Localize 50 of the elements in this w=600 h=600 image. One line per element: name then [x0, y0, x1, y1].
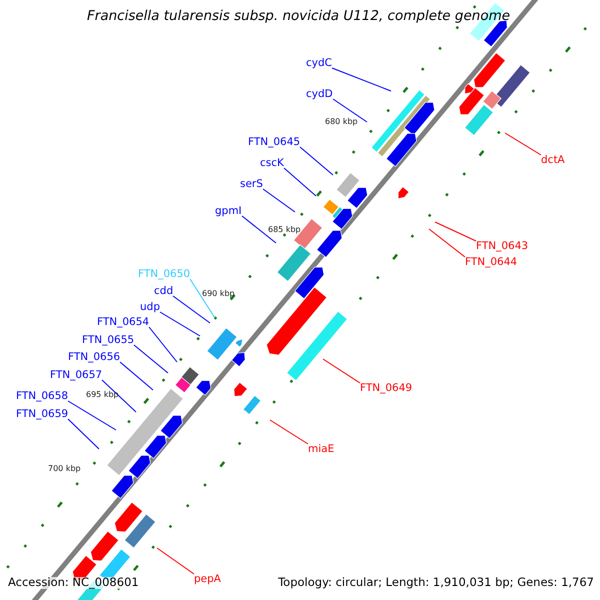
gene-label: cydC	[306, 58, 332, 68]
gene-label: gpmI	[215, 206, 242, 216]
gene-label: serS	[240, 179, 263, 190]
gene-label: cscK	[260, 158, 284, 168]
leader-line	[284, 168, 316, 196]
leader-line	[68, 400, 116, 430]
gene-label: FTN_0657	[50, 370, 102, 380]
accession-text: Accession: NC_008601	[8, 577, 139, 588]
leader-line	[172, 296, 210, 324]
position-label: 695 kbp	[86, 391, 119, 399]
leader-line	[300, 146, 334, 176]
leader-line	[120, 362, 154, 390]
gene-label: FTN_0659	[16, 409, 68, 420]
title: Francisella tularensis subsp. novicida U112, complete genome	[87, 10, 510, 24]
leader-line	[102, 380, 136, 412]
leader-line	[504, 132, 542, 156]
gene-label: FTN_0643	[476, 241, 528, 252]
gene-label: pepA	[194, 574, 221, 584]
leader-line	[332, 68, 392, 92]
gene-label: FTN_0655	[82, 335, 134, 346]
position-label: 700 kbp	[48, 465, 81, 473]
gene-label: cdd	[154, 286, 174, 296]
gene-label: FTN_0658	[16, 391, 68, 402]
gene-label: dctA	[541, 155, 565, 166]
leader-line	[160, 312, 200, 336]
leader-line	[262, 188, 296, 212]
gene-label: udp	[140, 302, 160, 312]
gene-label: FTN_0649	[360, 383, 412, 394]
leader-line	[434, 222, 476, 242]
gene-label: FTN_0654	[97, 317, 150, 328]
leader-line	[148, 326, 178, 362]
leader-line	[242, 216, 276, 244]
position-label: 685 kbp	[268, 226, 301, 234]
leader-line	[134, 344, 168, 374]
gene-label: FTN_0650	[138, 269, 190, 280]
leader-line	[156, 548, 194, 574]
leader-line	[190, 278, 216, 318]
gene-label: miaE	[308, 444, 334, 454]
leader-line	[428, 228, 466, 258]
leader-line	[322, 358, 360, 384]
genome-summary: Topology: circular; Length: 1,910,031 bp; Genes: 1,767	[278, 577, 594, 588]
leader-line	[270, 420, 308, 444]
position-label: 690 kbp	[202, 290, 235, 298]
position-label: 680 kbp	[325, 118, 358, 126]
gene-label: FTN_0644	[465, 257, 518, 268]
gene-label: FTN_0645	[248, 137, 300, 148]
leader-line	[332, 98, 368, 122]
leader-line	[68, 418, 100, 450]
gene-label: cydD	[306, 89, 333, 100]
gene-label: FTN_0656	[68, 352, 120, 362]
